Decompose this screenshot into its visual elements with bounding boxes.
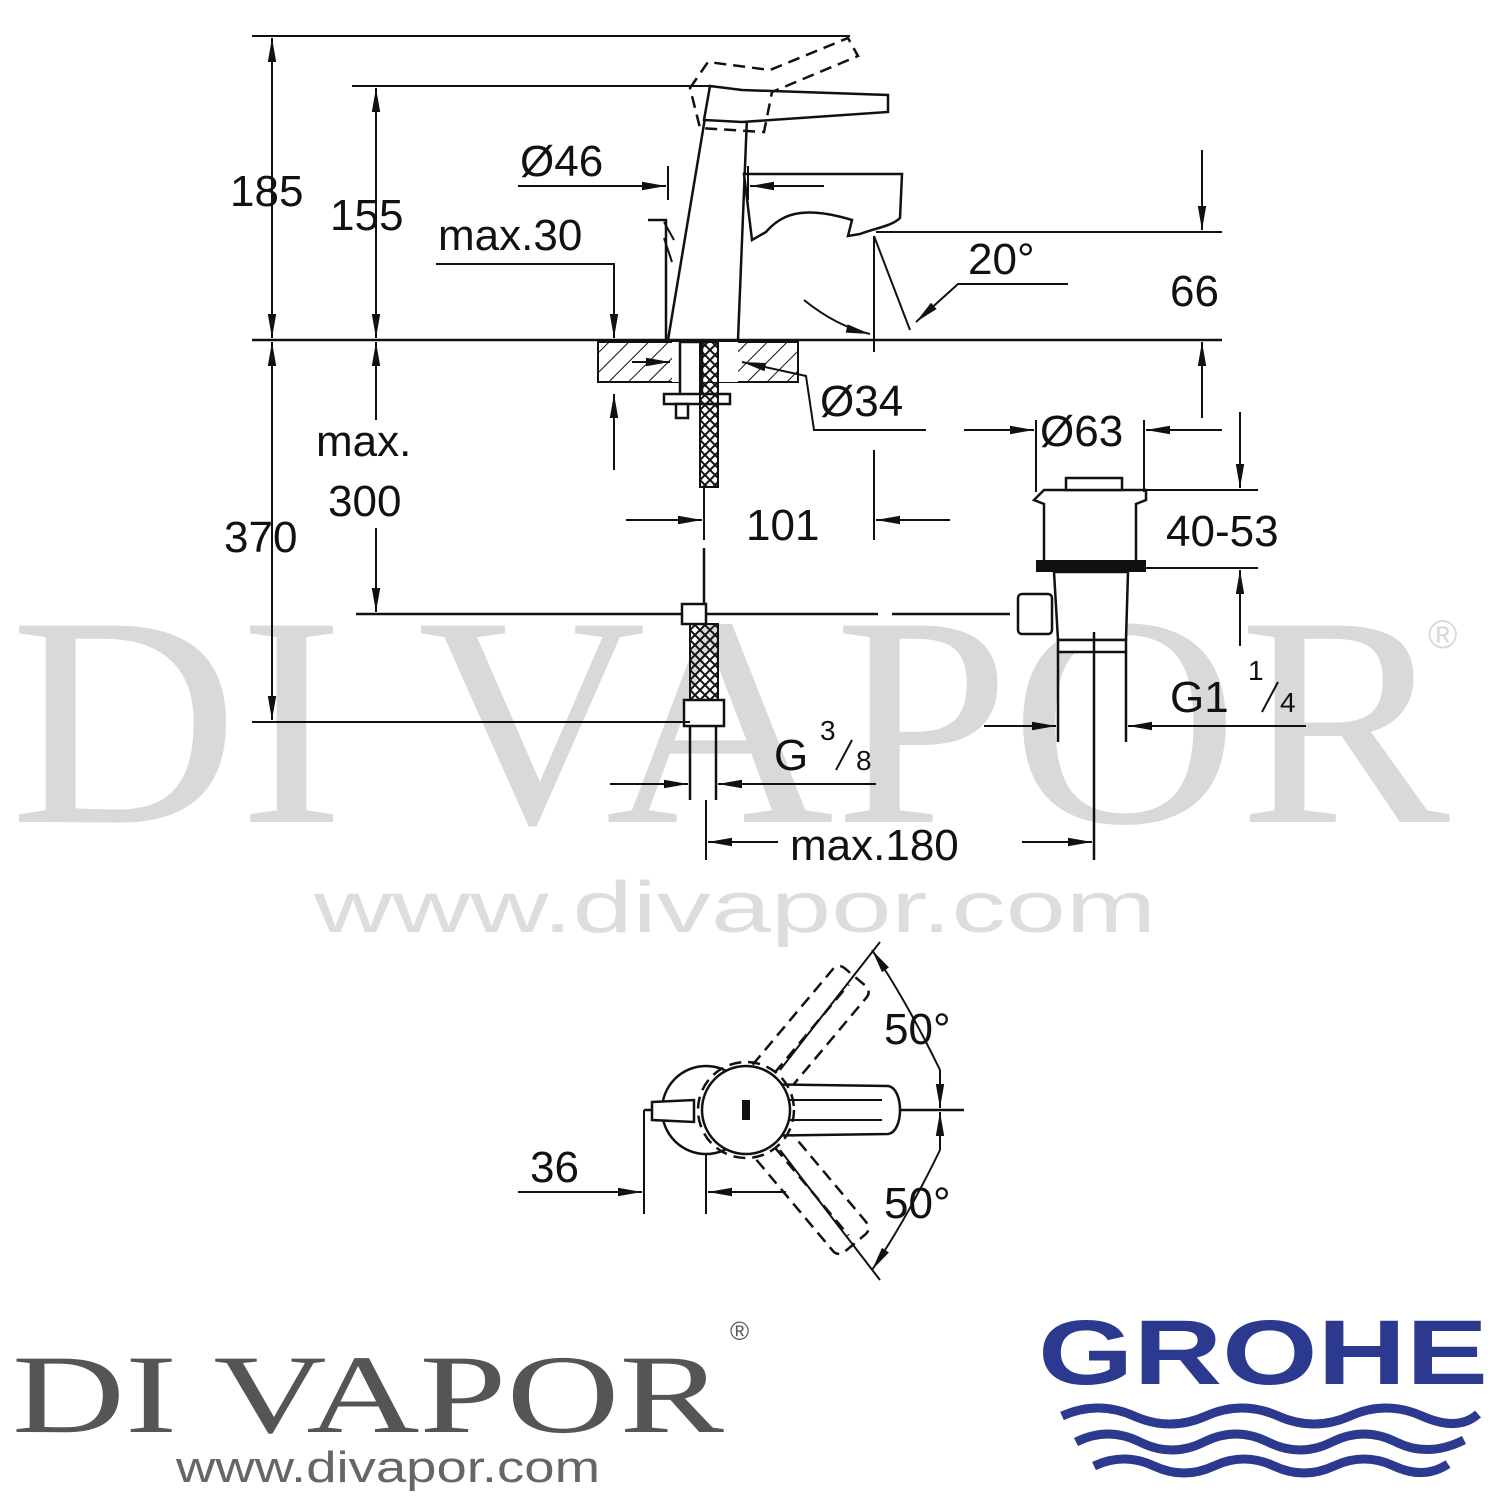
label-diameter-46: Ø46 — [520, 137, 603, 186]
pop-up-rod-top — [650, 1098, 696, 1124]
label-36: 36 — [530, 1143, 579, 1192]
drain-tail — [1052, 570, 1130, 642]
shank — [678, 340, 704, 398]
g-numerator: 3 — [820, 715, 836, 746]
faucet-top-view: 50° 50° 36 — [518, 941, 964, 1281]
label-185: 185 — [230, 167, 303, 216]
watermark-brand: DI VAPOR — [10, 555, 1452, 887]
pivot-nut — [1016, 592, 1054, 636]
hub-mark — [742, 1100, 750, 1120]
label-40-53: 40-53 — [1166, 507, 1279, 556]
watermark-registered: ® — [1428, 613, 1457, 657]
rotation-limit-up — [779, 941, 881, 1071]
label-101: 101 — [746, 501, 819, 550]
g1-denominator: 4 — [1280, 687, 1296, 718]
label-66: 66 — [1170, 267, 1219, 316]
lever-hub-outline — [696, 1060, 796, 1160]
lever-raised-outline — [688, 36, 860, 134]
drain-plug — [1064, 476, 1124, 492]
divapor-logo: DI VAPOR ® www.divapor.com — [12, 1316, 749, 1492]
divapor-url: www.divapor.com — [175, 1443, 600, 1492]
label-max-line1: max. — [316, 417, 411, 466]
watermark-url: www.divapor.com — [312, 868, 1156, 948]
label-370: 370 — [224, 513, 297, 562]
g-prefix: G — [774, 731, 808, 780]
flex-hose-upper — [699, 341, 719, 488]
label-300: 300 — [328, 477, 401, 526]
divapor-registered: ® — [730, 1316, 749, 1346]
drain-nut — [1036, 560, 1146, 572]
tailpiece-top — [1056, 638, 1128, 654]
grohe-logo: GROHE — [1038, 1302, 1488, 1478]
g1-prefix: G1 — [1170, 673, 1229, 722]
grohe-brand: GROHE — [1038, 1302, 1488, 1404]
spout — [742, 172, 904, 243]
label-angle-50-down: 50° — [884, 1179, 951, 1228]
label-g1-quarter: G1 1 4 — [1170, 655, 1296, 722]
label-angle-20: 20° — [968, 235, 1035, 284]
drain-body — [1031, 488, 1148, 564]
fixing-nut — [662, 392, 732, 406]
lever-handle — [702, 84, 890, 124]
label-diameter-34: Ø34 — [820, 377, 903, 426]
label-angle-50-up: 50° — [884, 1005, 951, 1054]
grohe-waves — [1060, 1403, 1482, 1478]
faucet-body — [666, 86, 750, 342]
g1-numerator: 1 — [1248, 655, 1264, 686]
label-max-180: max.180 — [790, 821, 959, 870]
supply-connector — [682, 698, 726, 728]
rod-clamp — [680, 602, 708, 626]
dimension-labels: 185 155 Ø46 max.30 20° 66 Ø34 Ø63 max. 3… — [224, 137, 1296, 870]
watermark: DI VAPOR ® www.divapor.com — [10, 555, 1457, 948]
pop-up-rod — [648, 218, 668, 340]
label-max-30: max.30 — [438, 211, 582, 260]
label-g-three-eighths: G 3 8 — [774, 715, 872, 780]
fixing-rod — [674, 402, 690, 420]
rotation-limit-down — [779, 1149, 881, 1281]
waste-assembly — [356, 476, 1148, 860]
label-155: 155 — [330, 191, 403, 240]
label-diameter-63: Ø63 — [1040, 407, 1123, 456]
divapor-brand: DI VAPOR — [12, 1333, 724, 1457]
flex-hose-lower — [689, 623, 719, 701]
dimension-lines — [252, 35, 1306, 860]
g-denominator: 8 — [856, 745, 872, 776]
